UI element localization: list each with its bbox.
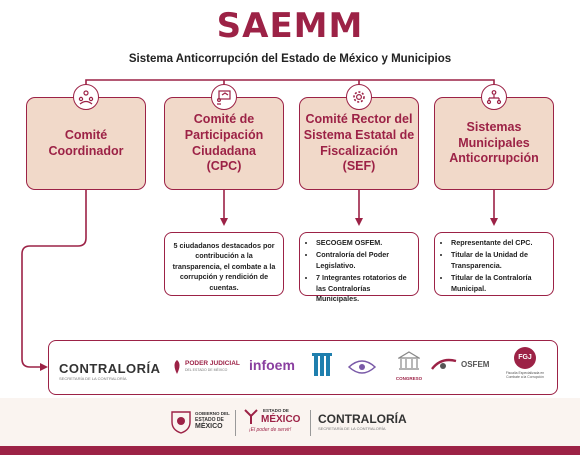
list-item: Representante del CPC. — [451, 238, 547, 248]
edomex-emblem-icon — [244, 409, 258, 424]
sef-detail-list: SECOGEM OSFEM. Contraloría del Poder Leg… — [300, 233, 418, 312]
footer-band: GOBIERNO DEL ESTADO DE MÉXICO ESTADO DE … — [0, 398, 580, 446]
eye-emblem-icon — [347, 360, 377, 374]
tribunal-columns-icon — [312, 353, 332, 376]
arrow-coordinator — [21, 190, 87, 371]
list-item: 7 Integrantes rotatorios de las Contralo… — [316, 273, 412, 304]
municipal-detail-box: Representante del CPC. Titular de la Uni… — [434, 232, 554, 296]
list-item: Titular de la Unidad de Transparencia. — [451, 250, 547, 271]
osfem-swoosh-icon — [431, 358, 457, 370]
footer-divider-2 — [310, 410, 311, 436]
footer-divider-1 — [235, 410, 236, 436]
box-label: Comité de Participación Ciudadana (CPC) — [184, 112, 264, 174]
box-label: Comité Rector del Sistema Estatal de Fis… — [303, 112, 415, 174]
presentation-board-icon — [211, 84, 237, 110]
box-comite-coordinador: Comité Coordinador — [26, 97, 146, 190]
logo-tribunal — [312, 353, 332, 379]
people-hierarchy-icon — [481, 84, 507, 110]
logo-fgj: FGJ Fiscalía Especializada en Combate a … — [501, 347, 549, 379]
box-label: Sistemas Municipales Anticorrupción — [449, 120, 539, 166]
list-item: Titular de la Contraloría Municipal. — [451, 273, 547, 294]
gear-icon — [346, 84, 372, 110]
list-item: Contraloría del Poder Legislativo. — [316, 250, 412, 271]
box-comite-rector: Comité Rector del Sistema Estatal de Fis… — [299, 97, 419, 190]
congreso-building-icon — [396, 351, 422, 370]
logo-congreso: CONGRESO — [391, 351, 427, 381]
top-connector — [85, 79, 495, 97]
logo-infoem: infoem — [249, 357, 295, 373]
municipal-detail-list: Representante del CPC. Titular de la Uni… — [435, 233, 553, 301]
poder-judicial-emblem-icon — [174, 360, 180, 374]
state-coat-of-arms-icon — [171, 411, 191, 434]
list-item: SECOGEM OSFEM. — [316, 238, 412, 248]
people-network-icon — [73, 84, 99, 110]
cpc-detail-text: 5 ciudadanos destacados por contribución… — [172, 241, 276, 292]
logo-contraloria: CONTRALORÍA SECRETARÍA DE LA CONTRALORÍA — [59, 361, 161, 381]
cpc-detail-box: 5 ciudadanos destacados por contribución… — [164, 232, 284, 296]
box-comite-participacion: Comité de Participación Ciudadana (CPC) — [164, 97, 284, 190]
page-title: SAEMM — [216, 6, 364, 46]
logo-eye-institution — [347, 357, 377, 377]
institution-logos-strip: CONTRALORÍA SECRETARÍA DE LA CONTRALORÍA… — [48, 340, 558, 395]
sef-detail-box: SECOGEM OSFEM. Contraloría del Poder Leg… — [299, 232, 419, 303]
box-label: Comité Coordinador — [48, 127, 124, 158]
page-subtitle: Sistema Anticorrupción del Estado de Méx… — [128, 53, 452, 65]
footer-bar — [0, 446, 580, 455]
box-sistemas-municipales: Sistemas Municipales Anticorrupción — [434, 97, 554, 190]
footer-contraloria-logo: CONTRALORÍA SECRETARÍA DE LA CONTRALORÍA — [318, 412, 407, 431]
